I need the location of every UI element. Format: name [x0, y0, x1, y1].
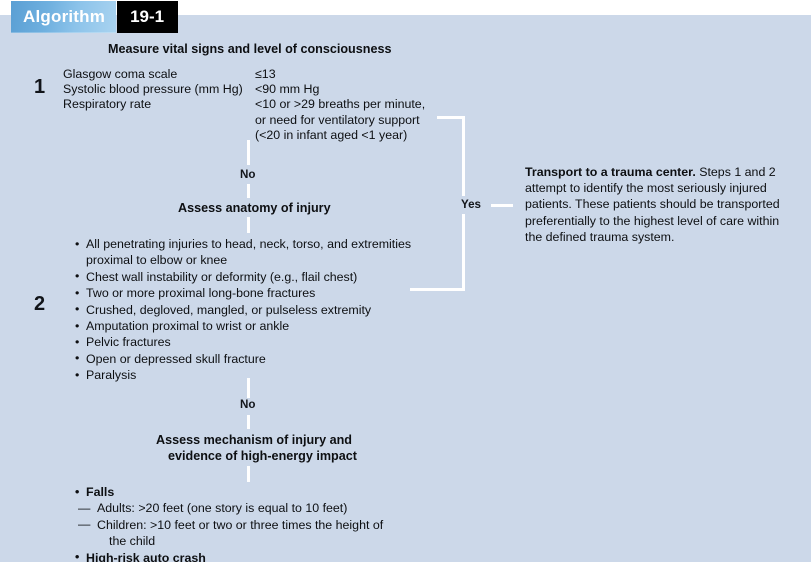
list-item: All penetrating injuries to head, neck, …	[75, 235, 475, 252]
branch-label-no-1: No	[240, 168, 256, 181]
connector-yes-bottom-horizontal	[410, 288, 465, 291]
outcome-body: Steps 1 and 2 attempt to identify the mo…	[525, 165, 780, 244]
connector-no-1-to-step2	[247, 184, 250, 198]
list-sub-item: Adults: >20 feet (one story is equal to …	[75, 500, 475, 517]
step-3-criteria-list: Falls Adults: >20 feet (one story is equ…	[75, 483, 475, 562]
vital-sign-name-0: Glasgow coma scale	[63, 67, 178, 81]
vital-sign-name-1: Systolic blood pressure (mm Hg)	[63, 82, 243, 96]
step-1-heading: Measure vital signs and level of conscio…	[108, 42, 392, 56]
connector-no-2-to-step3	[247, 415, 250, 429]
list-item: Two or more proximal long-bone fractures	[75, 285, 475, 302]
vital-sign-value-2-cont-2: (<20 in infant aged <1 year)	[255, 128, 408, 142]
step-3-heading-line1: Assess mechanism of injury and	[156, 433, 352, 447]
list-item: Falls	[75, 483, 475, 500]
list-item: Pelvic fractures	[75, 334, 475, 351]
connector-step2-heading-to-list	[247, 217, 250, 233]
list-sub-item-continuation: the child	[109, 534, 156, 549]
connector-yes-vertical-lower	[462, 214, 465, 291]
list-item: Crushed, degloved, mangled, or pulseless…	[75, 301, 475, 318]
connector-step1-to-no-1	[247, 140, 250, 165]
figure-banner: Algorithm 19-1	[11, 1, 179, 33]
vital-sign-value-2-cont-1: or need for ventilatory support	[255, 113, 420, 127]
list-item: Open or depressed skull fracture	[75, 350, 475, 367]
vital-sign-value-2: <10 or >29 breaths per minute,	[255, 97, 426, 111]
vital-sign-value-0: ≤13	[255, 67, 276, 81]
vital-sign-name-2: Respiratory rate	[63, 97, 152, 111]
banner-algorithm-label: Algorithm	[11, 1, 117, 33]
branch-label-yes: Yes	[461, 198, 481, 211]
outcome-lead: Transport to a trauma center.	[525, 165, 696, 179]
connector-yes-to-outcome	[491, 204, 513, 207]
vital-sign-value-1: <90 mm Hg	[255, 82, 320, 96]
list-item: Chest wall instability or deformity (e.g…	[75, 268, 475, 285]
connector-step3-heading-to-list	[247, 466, 250, 482]
list-item: Paralysis	[75, 367, 475, 384]
banner-algorithm-number: 19-1	[117, 1, 179, 33]
step-2-number: 2	[34, 293, 46, 315]
outcome-text-block: Transport to a trauma center. Steps 1 an…	[525, 164, 787, 245]
list-item: High-risk auto crash	[75, 549, 475, 562]
list-item: Amputation proximal to wrist or ankle	[75, 318, 475, 335]
list-sub-item: Children: >10 feet or two or three times…	[75, 516, 475, 533]
connector-yes-vertical-upper	[462, 116, 465, 196]
step-3-heading-line2: evidence of high-energy impact	[168, 449, 357, 463]
connector-step2-to-no-2	[247, 378, 250, 398]
step-1-number: 1	[34, 76, 46, 98]
connector-yes-top-horizontal	[437, 116, 465, 119]
branch-label-no-2: No	[240, 398, 256, 411]
list-item-continuation: proximal to elbow or knee	[86, 253, 228, 268]
step-2-criteria-list: All penetrating injuries to head, neck, …	[75, 235, 475, 384]
step-2-heading: Assess anatomy of injury	[178, 201, 331, 215]
